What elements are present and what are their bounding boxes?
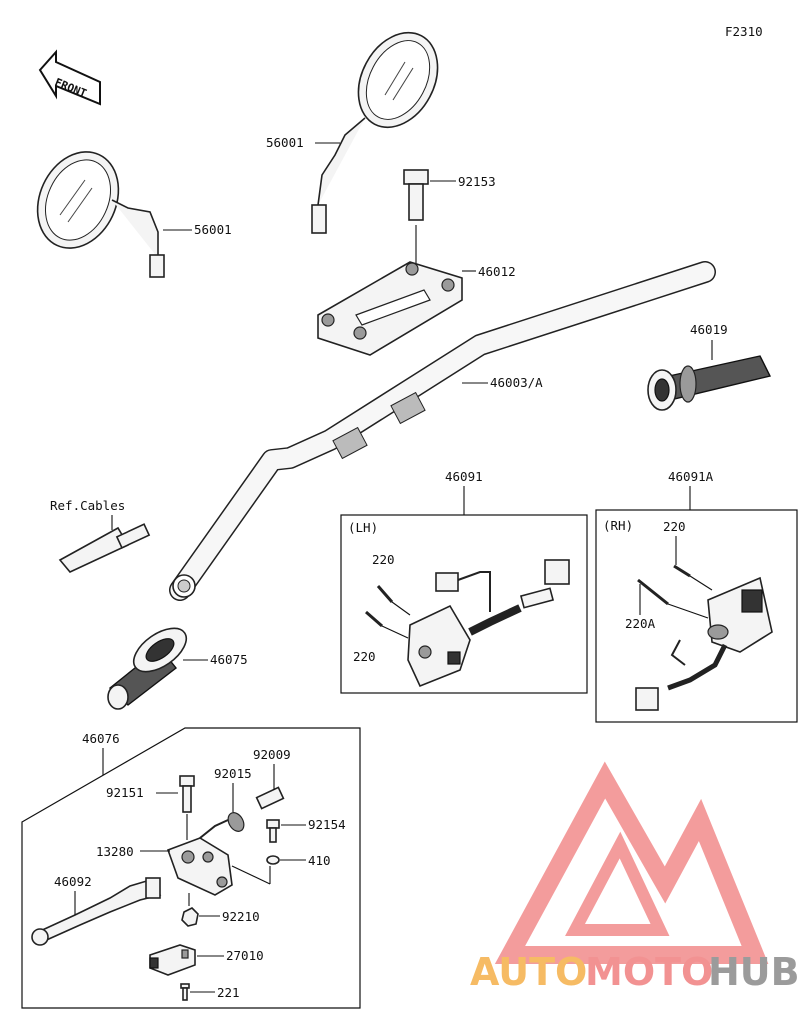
label-handlebar: 46003/A [490, 375, 543, 390]
front-arrow-icon: FRONT [38, 49, 101, 106]
label-bolt-holder: 92153 [458, 174, 496, 189]
watermark-hub: HUB [708, 950, 800, 994]
rh-tag: (RH) [603, 518, 633, 533]
label-mirror-right: 56001 [266, 135, 304, 150]
mirror-right [311, 31, 439, 234]
label-rh-screw-upper: 220 [663, 519, 686, 534]
switch-lh [407, 559, 570, 688]
label-nut-small: 92210 [222, 909, 260, 924]
lever-holder [166, 819, 233, 896]
lh-tag: (LH) [348, 520, 378, 535]
handlebar-holder [317, 261, 463, 356]
label-switch-lh: 46091 [445, 469, 483, 484]
label-bolt-lever: 92151 [106, 785, 144, 800]
nut-lever [227, 812, 245, 832]
nut-small [181, 907, 199, 927]
label-nut-lever: 92015 [214, 766, 252, 781]
label-clutch-switch: 27010 [226, 948, 264, 963]
label-grip-right: 46019 [690, 322, 728, 337]
figure-code: F2310 [725, 24, 763, 39]
label-switch-rh: 46091A [668, 469, 714, 484]
screw-switch [180, 983, 190, 1001]
washer [266, 855, 280, 865]
switch-rh [635, 576, 773, 711]
label-lever: 46092 [54, 874, 92, 889]
lever-frame [21, 727, 361, 1009]
label-lh-screw-lower: 220 [353, 649, 376, 664]
mirror-left [36, 151, 165, 278]
label-bolt-clamp: 92154 [308, 817, 346, 832]
bolt-lever [179, 775, 195, 813]
watermark-moto: MOTO [585, 950, 713, 994]
ref-cables [58, 523, 151, 573]
label-lever-holder: 13280 [96, 844, 134, 859]
watermark-logo: AUTO MOTO HUB [470, 761, 800, 994]
handlebar [169, 261, 716, 601]
label-screw-switch: 221 [217, 985, 240, 1000]
label-bolt-adjust: 92009 [253, 747, 291, 762]
label-mirror-left: 56001 [194, 222, 232, 237]
switch-lh-frame [340, 514, 588, 694]
grip-right [647, 355, 772, 411]
label-holder: 46012 [478, 264, 516, 279]
label-rh-screw-lower: 220A [625, 616, 656, 631]
label-grip-left: 46075 [210, 652, 248, 667]
label-lh-screw-upper: 220 [372, 552, 395, 567]
label-ref-cables: Ref.Cables [50, 498, 125, 513]
bolt-holder [403, 169, 429, 221]
label-lever-group: 46076 [82, 731, 120, 746]
label-washer: 410 [308, 853, 331, 868]
switch-rh-frame [595, 509, 798, 723]
lever [31, 877, 162, 946]
bolt-adjust [255, 786, 285, 810]
watermark-auto: AUTO [470, 950, 587, 994]
grip-left [107, 627, 188, 710]
bolt-clamp [266, 819, 280, 843]
clutch-switch [149, 944, 196, 976]
